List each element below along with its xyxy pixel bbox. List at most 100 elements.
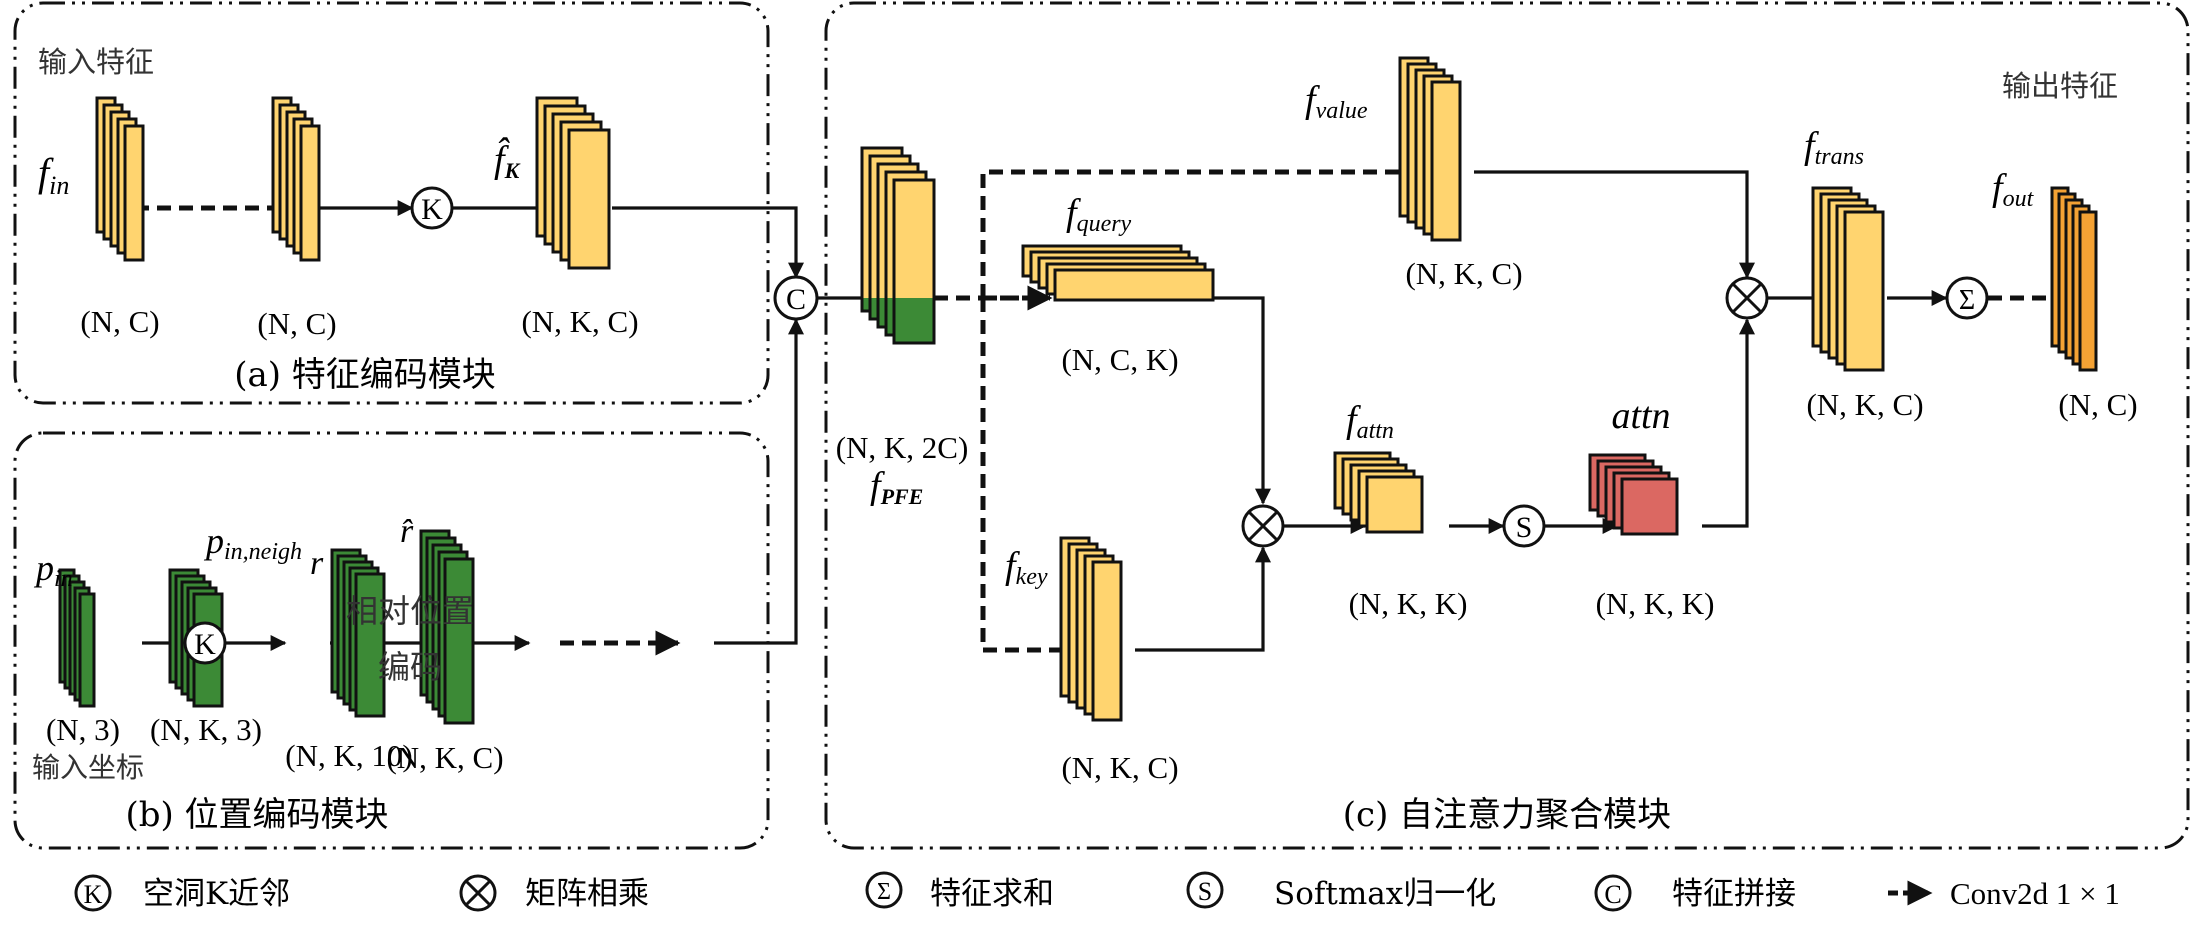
stack-f-attn-layer bbox=[1365, 475, 1424, 534]
stack-f-key bbox=[1059, 536, 1123, 722]
module-b-title: (b) 位置编码模块 bbox=[125, 795, 388, 835]
dim-b2: (N, K, 3) bbox=[150, 712, 262, 747]
r-label: r bbox=[310, 545, 324, 582]
legend: K 空洞K近邻 矩阵相乘 Σ 特征求和 S Softmax归一化 C 特征拼接 … bbox=[74, 871, 2120, 912]
stack-a-mid bbox=[271, 96, 321, 262]
legend-item-concat: C 特征拼接 bbox=[1594, 874, 1796, 912]
dim-attn: (N, K, K) bbox=[1596, 586, 1715, 621]
module-c-title: (c) 自注意力聚合模块 bbox=[1343, 795, 1671, 835]
matmul-v-operator bbox=[1725, 276, 1769, 320]
stack-f-value bbox=[1398, 56, 1462, 242]
relative-position-encoding-label-2: 编码 bbox=[378, 648, 442, 686]
dim-key: (N, K, C) bbox=[1061, 750, 1178, 785]
input-coords-label: 输入坐标 bbox=[32, 751, 144, 784]
svg-text:Σ: Σ bbox=[1959, 285, 1975, 316]
output-feature-label: 输出特征 bbox=[2002, 69, 2118, 103]
dim-b1: (N, 3) bbox=[46, 712, 120, 747]
stack-r-hat-layer bbox=[443, 557, 475, 725]
f-in-label: fin bbox=[38, 150, 69, 200]
f-value-label: fvalue bbox=[1305, 79, 1368, 124]
stack-f-hat-k-layer bbox=[567, 128, 611, 270]
stack-f-in bbox=[95, 96, 145, 262]
dim-out: (N, C) bbox=[2058, 387, 2137, 422]
stack-f-key-layer bbox=[1091, 560, 1123, 722]
dim-a3: (N, K, C) bbox=[521, 304, 638, 339]
stack-p-in-layer bbox=[78, 592, 96, 708]
svg-text:矩阵相乘: 矩阵相乘 bbox=[525, 876, 649, 912]
conv-edge-to-key bbox=[980, 298, 1091, 663]
edge-fk-to-concat bbox=[612, 206, 804, 279]
concat-operator: C bbox=[773, 275, 819, 321]
stack-f-pfe bbox=[860, 146, 936, 345]
legend-item-softmax: S Softmax归一化 bbox=[1186, 871, 1496, 912]
edge-value-to-matmul2 bbox=[1474, 170, 1755, 279]
svg-text:空洞K近邻: 空洞K近邻 bbox=[143, 876, 290, 912]
edge-attn-to-matmul2 bbox=[1702, 318, 1755, 528]
dim-query: (N, C, K) bbox=[1061, 342, 1178, 377]
stack-r-layer bbox=[354, 572, 386, 718]
edge-key-to-matmul bbox=[1135, 546, 1271, 652]
stack-f-trans-layer bbox=[1843, 210, 1885, 372]
f-query-label: fquery bbox=[1066, 192, 1132, 237]
dim-b4: (N, K, C) bbox=[386, 740, 503, 775]
f-out-label: fout bbox=[1992, 167, 2035, 212]
dim-value: (N, K, C) bbox=[1405, 256, 1522, 291]
legend-item-matmul: 矩阵相乘 bbox=[459, 874, 649, 912]
dim-a2: (N, C) bbox=[257, 306, 336, 341]
relative-position-encoding-label-1: 相对位置 bbox=[346, 592, 474, 630]
dim-b3: (N, K, 10) bbox=[285, 738, 412, 773]
stack-f-pfe-layer-top bbox=[894, 180, 934, 298]
operators: K K C S Σ bbox=[183, 186, 1989, 665]
feature-map-stacks bbox=[58, 56, 2098, 725]
stack-f-out bbox=[2050, 186, 2098, 372]
stack-f-pfe-layer-border bbox=[892, 178, 936, 345]
matmul-qk-operator bbox=[1241, 504, 1285, 548]
stack-r-hat bbox=[419, 529, 475, 725]
knn-operator-b: K bbox=[183, 621, 227, 665]
stack-f-pfe-layer-bottom bbox=[894, 298, 934, 343]
svg-text:Softmax归一化: Softmax归一化 bbox=[1274, 876, 1496, 912]
stack-f-in-layer bbox=[123, 124, 145, 262]
f-trans-label: ftrans bbox=[1804, 125, 1864, 170]
svg-text:S: S bbox=[1198, 877, 1212, 906]
knn-operator-a: K bbox=[410, 186, 454, 230]
stack-f-value-layer bbox=[1430, 80, 1462, 242]
f-attn-label: fattn bbox=[1346, 399, 1394, 444]
svg-text:Conv2d 1 × 1: Conv2d 1 × 1 bbox=[1950, 876, 2120, 911]
edge-rhat-to-concat bbox=[714, 318, 804, 645]
legend-item-sum: Σ 特征求和 bbox=[865, 871, 1054, 912]
stack-f-attn bbox=[1333, 451, 1424, 534]
svg-text:C: C bbox=[786, 283, 806, 316]
sum-operator: Σ bbox=[1945, 276, 1989, 320]
edge-query-to-matmul bbox=[1213, 296, 1271, 505]
p-in-neigh-label: pin,neigh bbox=[203, 521, 302, 565]
dim-trans: (N, K, C) bbox=[1806, 387, 1923, 422]
p-in-label: pin bbox=[33, 548, 73, 592]
attn-label: attn bbox=[1611, 395, 1670, 437]
svg-text:C: C bbox=[1604, 880, 1621, 909]
stack-f-query bbox=[1021, 244, 1215, 302]
softmax-operator: S bbox=[1502, 504, 1546, 548]
stack-f-trans bbox=[1811, 186, 1885, 372]
r-hat-label: r̂ bbox=[400, 513, 414, 550]
f-pfe-label: fPFE bbox=[870, 465, 923, 509]
f-key-label: fkey bbox=[1005, 545, 1048, 590]
stack-f-out-layer bbox=[2078, 210, 2098, 372]
input-feature-label: 输入特征 bbox=[38, 45, 154, 79]
module-b-frame bbox=[13, 431, 770, 850]
module-c-frame bbox=[824, 1, 2190, 850]
legend-item-knn: K 空洞K近邻 bbox=[74, 874, 290, 912]
svg-text:Σ: Σ bbox=[877, 879, 891, 905]
labels: 输入特征 fin f̂K (N, C) (N, C) (N, K, C) (a)… bbox=[32, 45, 2138, 835]
module-frames bbox=[13, 1, 2190, 850]
stack-r bbox=[330, 548, 386, 718]
module-a-title: (a) 特征编码模块 bbox=[234, 355, 496, 395]
legend-item-conv: Conv2d 1 × 1 bbox=[1888, 876, 2120, 911]
stack-a-mid-layer bbox=[299, 124, 321, 262]
stack-attn bbox=[1588, 453, 1679, 536]
svg-text:K: K bbox=[84, 880, 103, 909]
f-hat-k-label: f̂K bbox=[494, 137, 521, 183]
svg-text:特征求和: 特征求和 bbox=[930, 876, 1054, 912]
dim-a1: (N, C) bbox=[80, 304, 159, 339]
